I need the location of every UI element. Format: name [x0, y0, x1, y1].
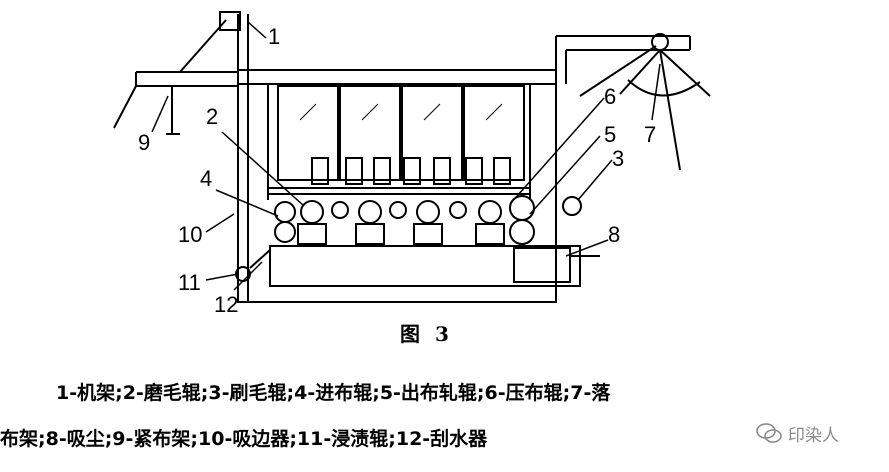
label-9: 9: [138, 130, 150, 155]
label-2: 2: [206, 104, 218, 129]
wechat-icon: [756, 423, 782, 443]
top-post-cap: [219, 11, 241, 31]
label-1: 1: [268, 24, 280, 49]
label-12: 12: [214, 292, 238, 317]
label-3: 3: [612, 146, 624, 171]
label-10: 10: [178, 222, 202, 247]
label-5: 5: [604, 122, 616, 147]
label-8: 8: [608, 222, 620, 247]
legend-line-1: 1-机架;2-磨毛辊;3-刷毛辊;4-进布辊;5-出布轧辊;6-压布辊;7-落: [56, 382, 611, 404]
watermark: 印染人: [756, 420, 839, 446]
label-11: 11: [178, 270, 201, 295]
machine-frame: [237, 69, 557, 303]
grinding-units: [311, 157, 511, 185]
impregnation-trough: [269, 245, 581, 287]
watermark-text: 印染人: [788, 425, 839, 446]
label-6: 6: [604, 84, 616, 109]
legend-line-2: 布架;8-吸尘;9-紧布架;10-吸边器;11-浸渍辊;12-刮水器: [0, 428, 488, 450]
label-7: 7: [644, 122, 656, 147]
figure-caption-title: 图 3: [400, 322, 453, 346]
label-4: 4: [200, 166, 212, 191]
